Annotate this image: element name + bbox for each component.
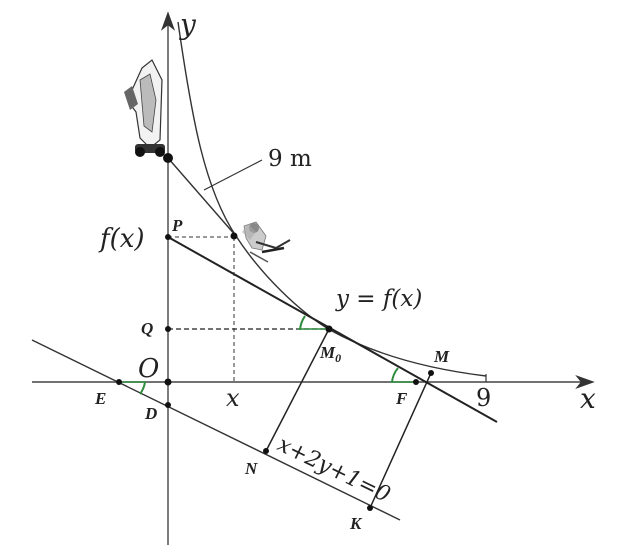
skier-icon: [242, 221, 291, 263]
y-axis-label: y: [178, 8, 197, 41]
point-Q: [165, 326, 171, 332]
fx-label: f(x): [98, 224, 145, 254]
M0-label-main: M: [319, 343, 336, 362]
M0-label: M0: [319, 343, 341, 365]
tractor-icon: [124, 59, 165, 157]
point-E: [116, 379, 122, 385]
point-M0: [325, 325, 333, 333]
N-label: N: [244, 459, 258, 478]
segment-M0N: [265, 328, 330, 452]
K-label: K: [349, 514, 363, 533]
E-label: E: [94, 389, 106, 408]
origin-label: O: [138, 354, 159, 384]
F-label: F: [395, 389, 408, 408]
point-N: [263, 448, 269, 454]
P-label: P: [171, 216, 183, 235]
rope-label: 9 m: [268, 146, 312, 172]
point-skier: [230, 232, 238, 240]
M-label: M: [433, 347, 450, 366]
M0-label-sub: 0: [335, 351, 341, 365]
segment-MK: [369, 372, 432, 509]
angle-mark-m0: [299, 315, 306, 331]
nine-label: 9: [476, 384, 491, 412]
tangent-line: [167, 236, 498, 423]
point-P: [165, 234, 171, 240]
point-D: [165, 402, 171, 408]
Q-label: Q: [141, 319, 153, 338]
x-axis-label: x: [580, 382, 596, 415]
point-F: [413, 379, 419, 385]
point-origin: [164, 378, 172, 386]
x-tick-label: x: [226, 384, 240, 412]
point-K: [367, 505, 373, 511]
D-label: D: [144, 404, 157, 423]
point-M: [428, 370, 434, 376]
point-tractor: [163, 153, 173, 163]
rope-line: [167, 157, 237, 237]
curve-label: y = f(x): [335, 286, 422, 312]
line-x-2y-1: [31, 339, 401, 521]
line-equation-label: x+2y+1=0: [273, 432, 394, 508]
tractrix-curve: [177, 21, 487, 377]
angle-mark-f: [391, 367, 399, 383]
rope-label-leader: [203, 159, 263, 191]
